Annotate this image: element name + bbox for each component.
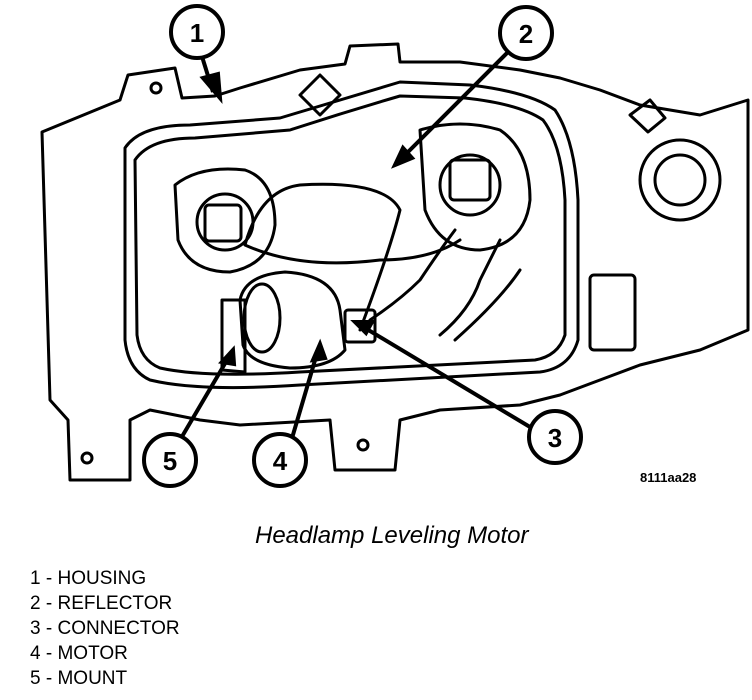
legend-item: 1 - HOUSING bbox=[30, 568, 147, 589]
mount-hole-left bbox=[80, 451, 94, 465]
callout-number-3: 3 bbox=[548, 423, 562, 453]
legend-item: 3 - CONNECTOR bbox=[30, 618, 180, 639]
reflector-left bbox=[173, 167, 277, 274]
callout-number-4: 4 bbox=[273, 446, 288, 476]
callout-number-5: 5 bbox=[163, 446, 177, 476]
housing-inner-seal-inner bbox=[133, 94, 567, 376]
adjuster-right bbox=[628, 98, 667, 134]
legend-item: 4 - MOTOR bbox=[30, 643, 128, 664]
callout-number-2: 2 bbox=[519, 19, 533, 49]
mount-hole-mid bbox=[356, 438, 370, 452]
adjuster-top bbox=[298, 73, 342, 117]
callout-circle-3 bbox=[527, 409, 583, 465]
figure-caption: Headlamp Leveling Motor bbox=[255, 522, 529, 549]
callout-circle-5 bbox=[142, 432, 198, 488]
figure-code: 8111aa28 bbox=[640, 470, 697, 485]
callout-circle-1 bbox=[169, 4, 225, 60]
leveling-motor-body bbox=[238, 270, 347, 370]
motor-mount bbox=[220, 298, 247, 374]
lower-right-connector bbox=[588, 273, 637, 352]
mount-hole-top bbox=[149, 81, 163, 95]
leader-4 bbox=[288, 349, 320, 446]
reflector-right bbox=[418, 122, 532, 252]
headlamp-diagram: 1 2 3 4 5 bbox=[40, 4, 750, 488]
leader-3 bbox=[358, 323, 537, 432]
side-bulb bbox=[638, 138, 722, 222]
callout-circle-4 bbox=[252, 432, 308, 488]
motor-connector bbox=[343, 308, 377, 344]
callout-circle-2 bbox=[498, 5, 554, 61]
headlamp-housing-outline bbox=[40, 42, 750, 482]
leader-5 bbox=[178, 353, 232, 442]
right-bulb-socket bbox=[438, 153, 502, 217]
callout-legend: 1 - HOUSING 2 - REFLECTOR 3 - CONNECTOR … bbox=[30, 566, 180, 691]
wire-harness bbox=[243, 182, 522, 342]
housing-inner-seal bbox=[123, 80, 580, 390]
leveling-motor-end bbox=[242, 282, 282, 354]
leader-2 bbox=[398, 38, 522, 162]
legend-item: 2 - REFLECTOR bbox=[30, 593, 173, 614]
legend-item: 5 - MOUNT bbox=[30, 668, 128, 689]
callout-number-1: 1 bbox=[190, 18, 204, 48]
